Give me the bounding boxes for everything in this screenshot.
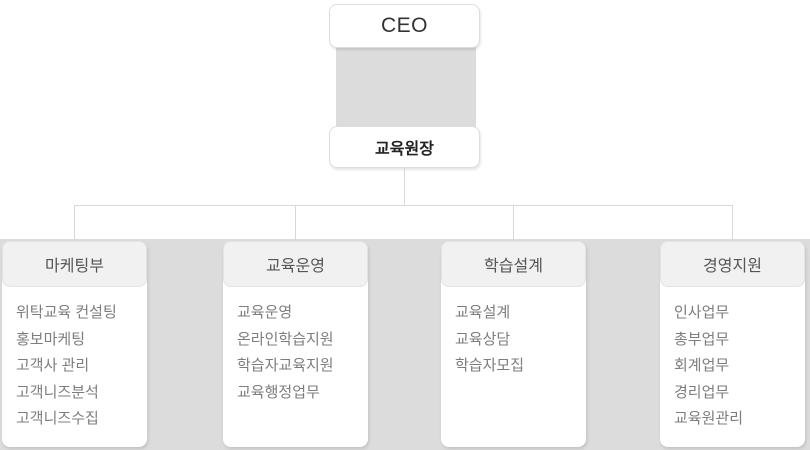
department-item-list: 교육설계 교육상담 학습자모집 bbox=[441, 287, 586, 380]
department-item: 경리업무 bbox=[674, 383, 730, 401]
department-card-marketing: 마케팅부 위탁교육 컨설팅 홍보마케팅 고객사 관리 고객니즈분석 고객니즈수집 bbox=[2, 241, 147, 447]
department-item-list: 교육운영 온라인학습지원 학습자교육지원 교육행정업무 bbox=[223, 287, 368, 406]
department-header-marketing: 마케팅부 bbox=[2, 241, 147, 287]
connector-line-drop-education-ops bbox=[295, 205, 296, 240]
department-item: 위탁교육 컨설팅 bbox=[16, 304, 117, 321]
department-item: 홍보마케팅 bbox=[16, 330, 86, 348]
department-item: 고객니즈분석 bbox=[16, 383, 99, 401]
department-item: 학습자모집 bbox=[455, 357, 525, 375]
department-item: 고객니즈수집 bbox=[16, 410, 99, 428]
ceo-director-connector-block bbox=[336, 45, 476, 129]
department-item: 회계업무 bbox=[674, 357, 730, 375]
connector-line-drop-learning-design bbox=[513, 205, 514, 240]
department-header-management-support: 경영지원 bbox=[660, 241, 805, 287]
department-title: 교육운영 bbox=[266, 258, 325, 275]
connector-line-director-vertical bbox=[404, 168, 405, 205]
department-item: 인사업무 bbox=[674, 304, 730, 321]
department-item-list: 위탁교육 컨설팅 홍보마케팅 고객사 관리 고객니즈분석 고객니즈수집 bbox=[2, 287, 147, 433]
department-card-learning-design: 학습설계 교육설계 교육상담 학습자모집 bbox=[441, 241, 586, 447]
department-card-education-ops: 교육운영 교육운영 온라인학습지원 학습자교육지원 교육행정업무 bbox=[223, 241, 368, 447]
department-item: 교육행정업무 bbox=[237, 383, 320, 401]
department-header-education-ops: 교육운영 bbox=[223, 241, 368, 287]
department-item: 교육원관리 bbox=[674, 410, 744, 428]
connector-line-horizontal bbox=[74, 205, 733, 206]
department-item-list: 인사업무 총부업무 회계업무 경리업무 교육원관리 bbox=[660, 287, 805, 433]
director-label: 교육원장 bbox=[375, 141, 434, 158]
department-title: 학습설계 bbox=[484, 258, 543, 275]
department-item: 고객사 관리 bbox=[16, 357, 90, 375]
department-title: 마케팅부 bbox=[45, 258, 104, 275]
department-item: 온라인학습지원 bbox=[237, 330, 334, 348]
director-node: 교육원장 bbox=[329, 126, 480, 168]
department-item: 학습자교육지원 bbox=[237, 357, 334, 375]
department-header-learning-design: 학습설계 bbox=[441, 241, 586, 287]
connector-line-drop-marketing bbox=[74, 205, 75, 240]
ceo-node: CEO bbox=[329, 4, 480, 48]
department-item: 총부업무 bbox=[674, 330, 730, 348]
department-item: 교육상담 bbox=[455, 330, 511, 348]
department-card-management-support: 경영지원 인사업무 총부업무 회계업무 경리업무 교육원관리 bbox=[660, 241, 805, 447]
department-item: 교육운영 bbox=[237, 304, 293, 321]
connector-line-drop-management-support bbox=[732, 205, 733, 240]
department-title: 경영지원 bbox=[703, 258, 762, 275]
ceo-label: CEO bbox=[380, 14, 428, 37]
department-item: 교육설계 bbox=[455, 304, 511, 321]
